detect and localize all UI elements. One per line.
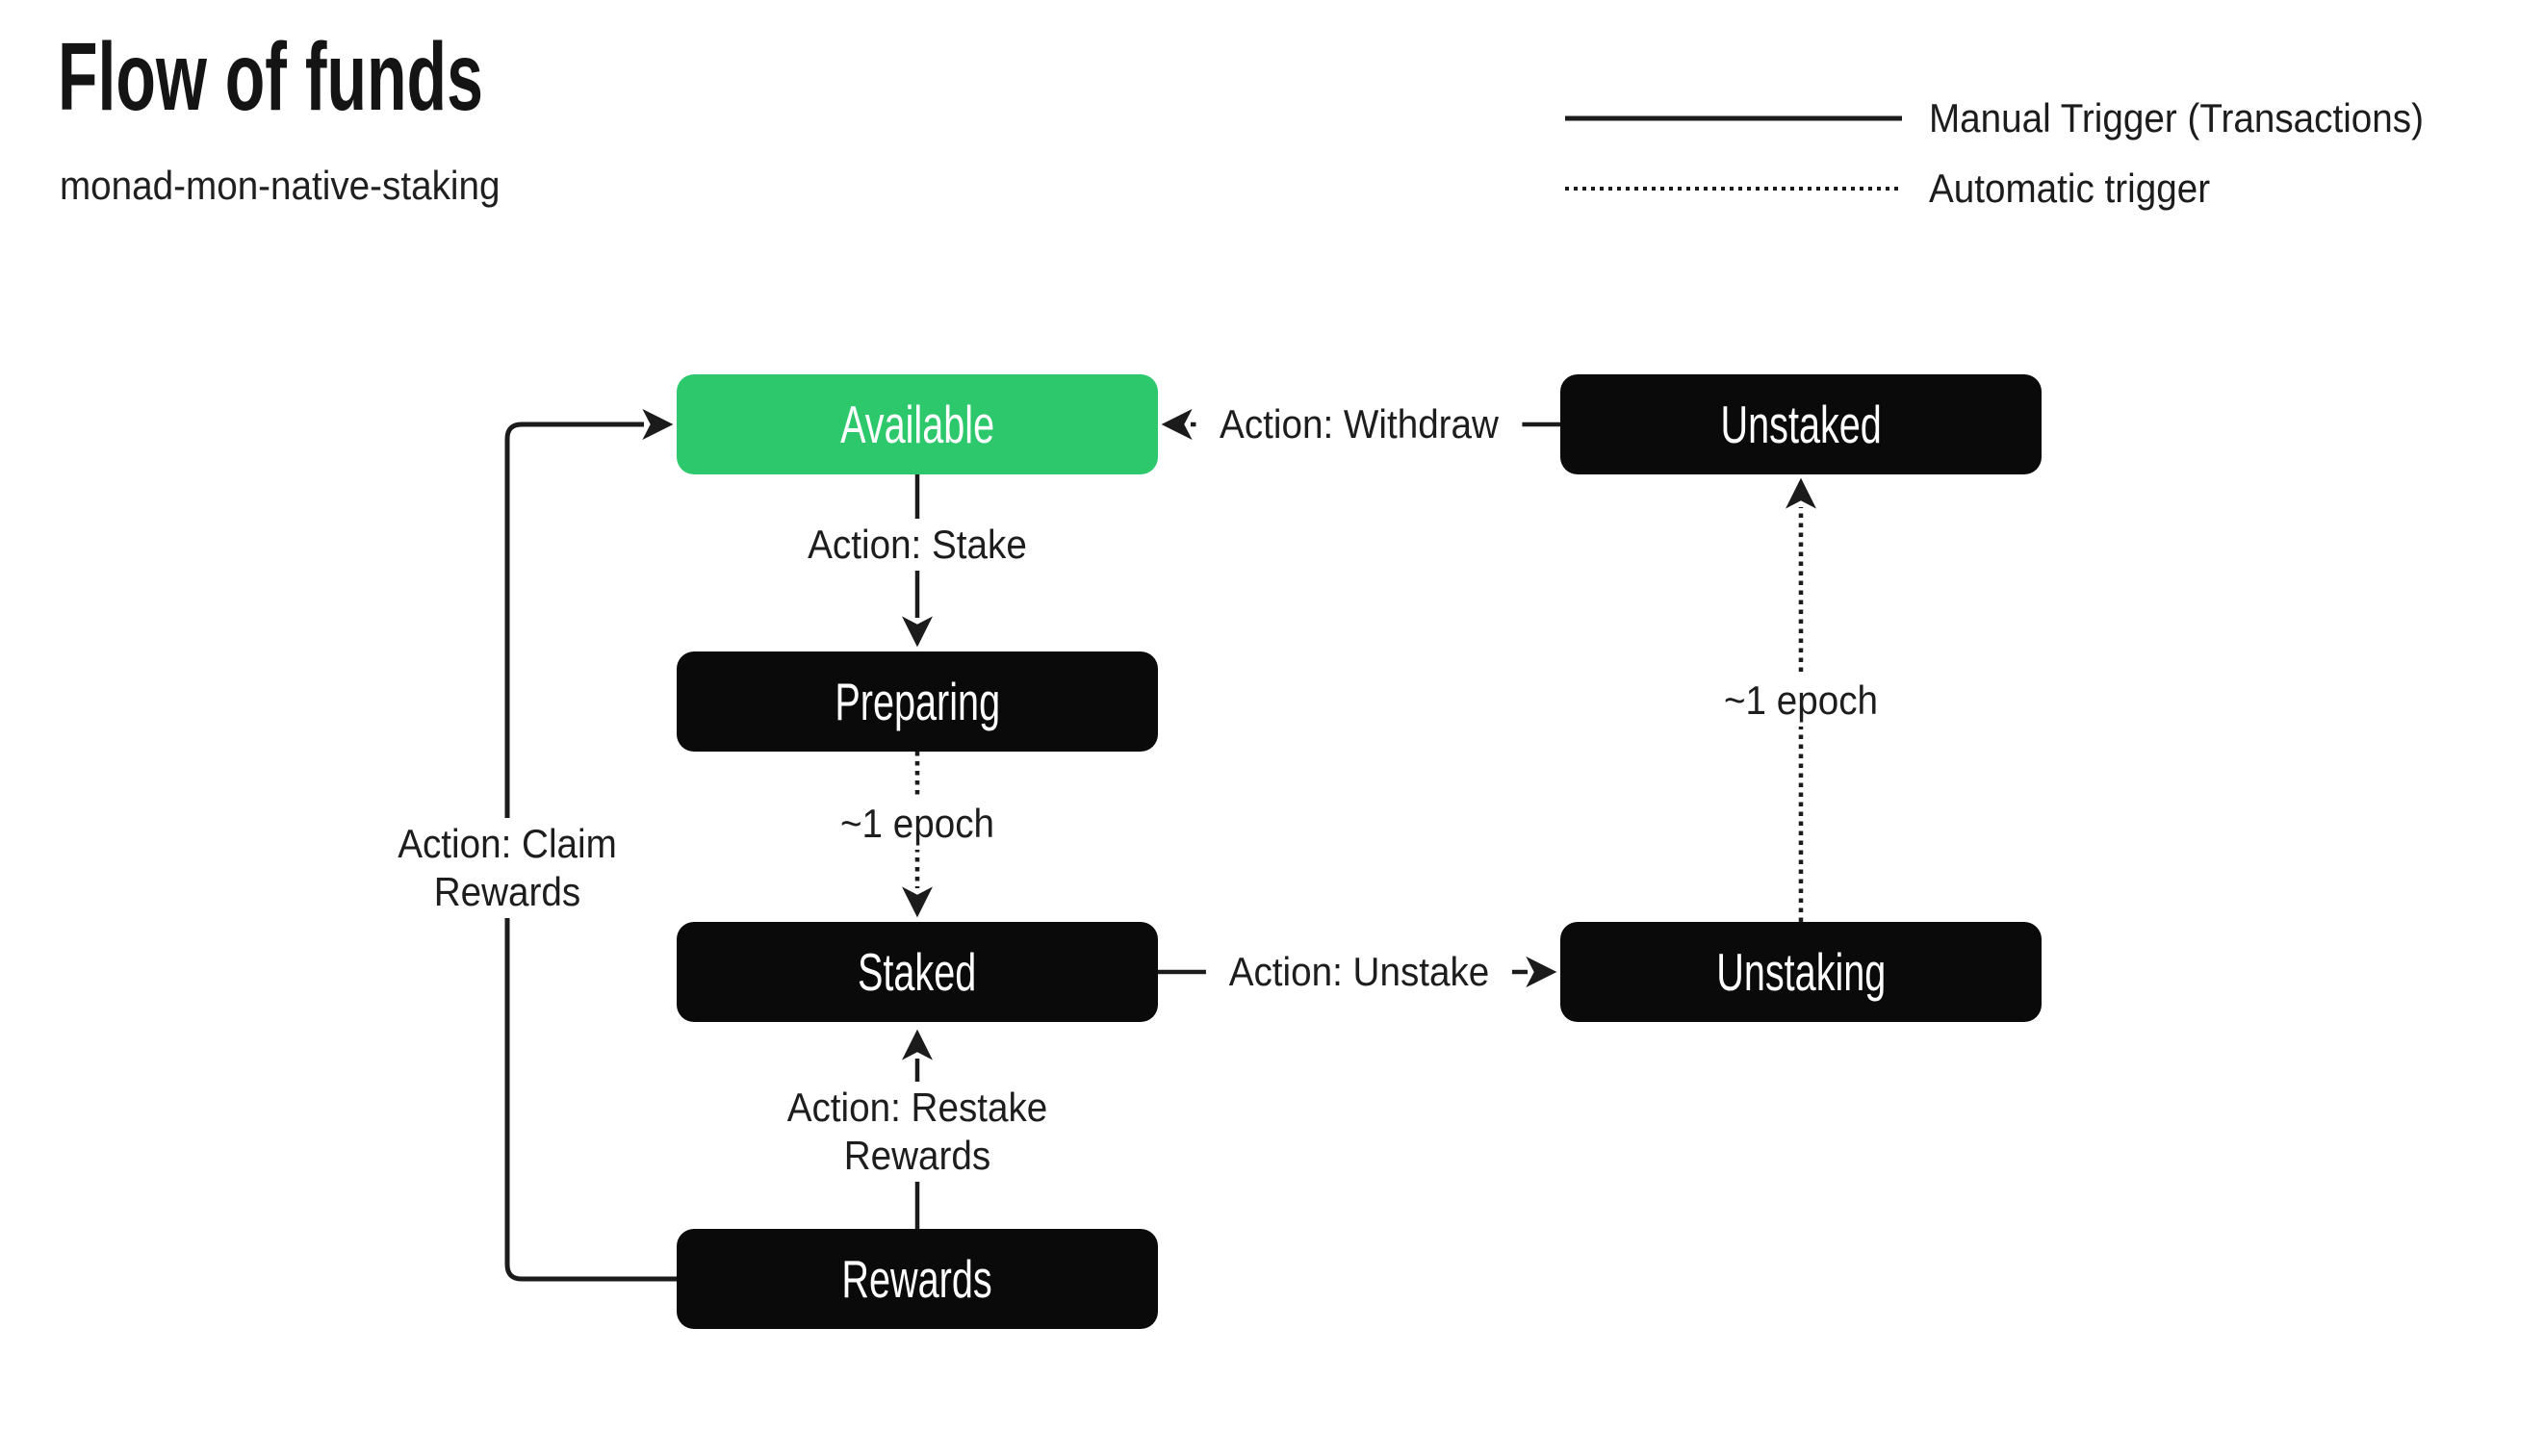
node-unstaked: Unstaked (1560, 374, 2042, 474)
edge-label-unstake-epoch-text: ~1 epoch (1723, 677, 1879, 723)
edge-label-withdraw: Action: Withdraw (1195, 398, 1523, 450)
edge-label-stake: Action: Stake (786, 519, 1048, 571)
edge-label-unstake-text: Action: Unstake (1228, 949, 1490, 994)
node-preparing-label: Preparing (835, 672, 1000, 731)
legend-manual-label: Manual Trigger (Transactions) (1929, 95, 2424, 140)
node-available-label: Available (839, 395, 994, 454)
node-unstaked-label: Unstaked (1720, 395, 1882, 454)
edge-label-prepare-epoch: ~1 epoch (822, 798, 1013, 850)
edge-label-prepare-epoch-text: ~1 epoch (839, 801, 995, 846)
node-preparing: Preparing (677, 651, 1158, 752)
edge-label-claim-rewards: Action: Claim Rewards (376, 818, 638, 918)
edge-label-withdraw-text: Action: Withdraw (1220, 401, 1499, 447)
edge-label-stake-text: Action: Stake (808, 522, 1027, 567)
edge-label-claim-line2: Rewards (433, 869, 581, 914)
node-staked-label: Staked (858, 942, 977, 1002)
edge-label-claim-rewards-text: Action: Claim Rewards (398, 820, 617, 916)
node-available: Available (677, 374, 1158, 474)
node-unstaking-label: Unstaking (1715, 942, 1887, 1002)
edge-label-unstake-epoch: ~1 epoch (1706, 675, 1896, 727)
edge-label-restake-rewards-text: Action: Restake Rewards (787, 1084, 1048, 1180)
node-rewards-label: Rewards (841, 1249, 993, 1309)
edge-label-restake-rewards: Action: Restake Rewards (763, 1082, 1071, 1182)
edge-label-restake-line2: Rewards (843, 1133, 991, 1178)
node-staked: Staked (677, 922, 1158, 1022)
edge-label-unstake: Action: Unstake (1205, 946, 1513, 998)
edge-label-restake-line1: Action: Restake (786, 1085, 1048, 1130)
node-rewards: Rewards (677, 1229, 1158, 1329)
page-title: Flow of funds (58, 23, 483, 131)
edge-label-claim-line1: Action: Claim (398, 821, 617, 866)
page-subtitle: monad-mon-native-staking (60, 163, 501, 208)
legend-automatic-label: Automatic trigger (1929, 166, 2211, 211)
node-unstaking: Unstaking (1560, 922, 2042, 1022)
